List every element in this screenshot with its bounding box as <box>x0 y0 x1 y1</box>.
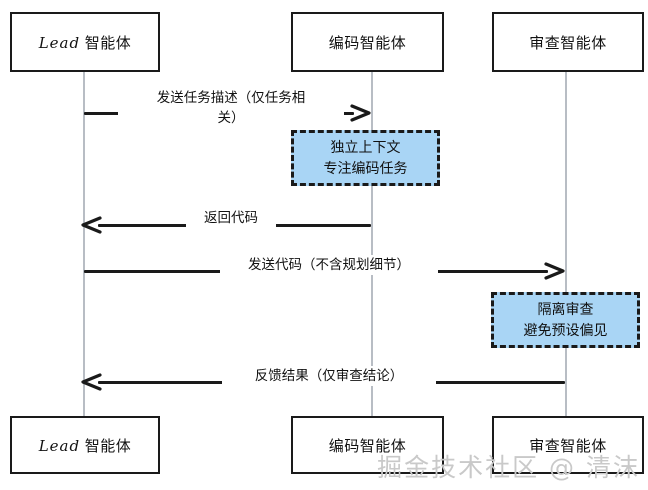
watermark: 掘金技术社区 @ 清沫 <box>377 453 640 482</box>
note-isolated-review: 隔离审查 避免预设偏见 <box>491 292 640 348</box>
lifeline-coder <box>371 72 373 417</box>
note-2-line-1: 隔离审查 <box>537 301 594 317</box>
participant-box-lead-bottom[interactable]: Lead 智能体 <box>10 416 160 474</box>
participant-box-review-bottom[interactable]: 审查智能体 <box>492 416 644 474</box>
participant-label-review-top: 审查智能体 <box>529 34 607 52</box>
message-2-label: 返回代码 <box>186 208 276 228</box>
participant-label-lead-top: Lead 智能体 <box>39 32 132 53</box>
note-2-line-2: 避免预设偏见 <box>523 322 608 338</box>
participant-label-review-bottom: 审查智能体 <box>529 437 607 455</box>
note-1-line-2: 专注编码任务 <box>323 160 408 176</box>
participant-box-coder-bottom[interactable]: 编码智能体 <box>291 416 444 474</box>
message-1-arrowhead-right <box>350 103 371 123</box>
note-1-line-1: 独立上下文 <box>330 139 401 155</box>
participant-latin-lead-top: Lead <box>38 33 81 52</box>
note-independent-context: 独立上下文 专注编码任务 <box>291 130 440 186</box>
message-3-arrowhead-right <box>544 261 565 281</box>
message-1-label: 发送任务描述（仅任务相 关） <box>118 88 344 128</box>
participant-box-coder-top[interactable]: 编码智能体 <box>291 12 444 72</box>
participant-box-lead-top[interactable]: Lead 智能体 <box>10 12 160 72</box>
participant-latin-lead-bottom: Lead <box>38 436 81 455</box>
participant-box-review-top[interactable]: 审查智能体 <box>492 12 644 72</box>
participant-label-coder-top: 编码智能体 <box>328 34 407 52</box>
participant-label-lead-bottom: Lead 智能体 <box>39 435 132 456</box>
participant-cjk-lead-top: 智能体 <box>80 34 132 52</box>
participant-cjk-lead-bottom: 智能体 <box>80 437 132 455</box>
message-4-label: 反馈结果（仅审查结论） <box>222 366 436 386</box>
lifeline-lead <box>83 72 85 417</box>
message-3-label: 发送代码（不含规划细节） <box>220 255 438 275</box>
lifeline-review <box>565 72 567 417</box>
participant-label-coder-bottom: 编码智能体 <box>328 437 407 455</box>
